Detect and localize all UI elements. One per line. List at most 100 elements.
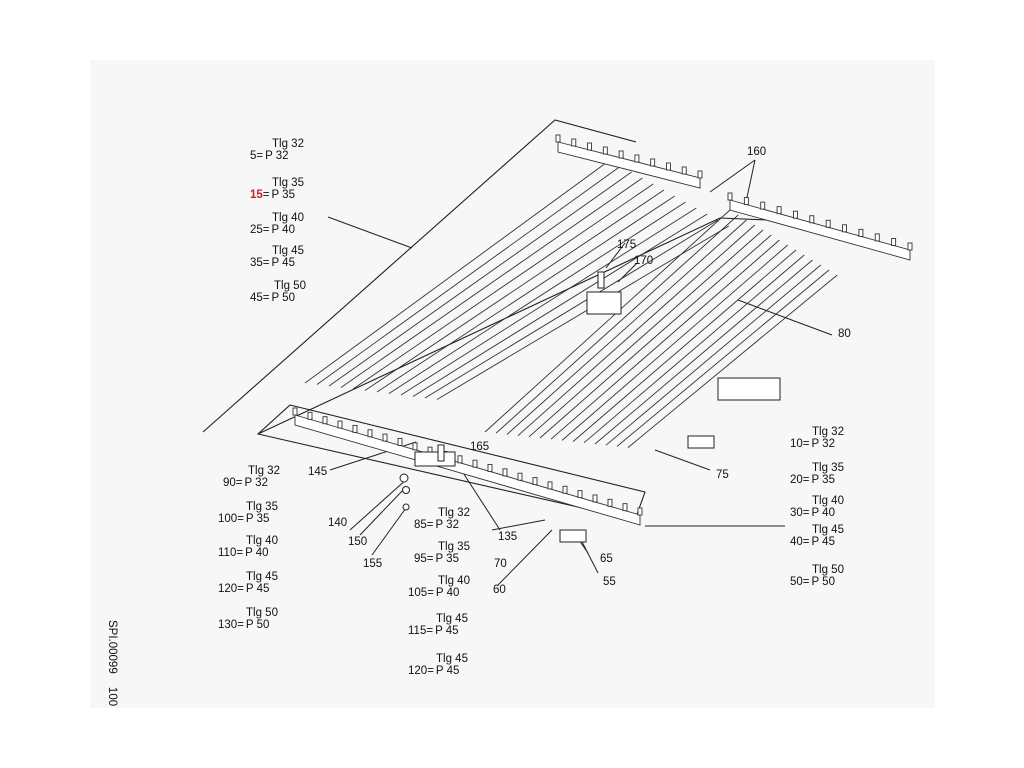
slat-left-10 bbox=[424, 219, 719, 399]
label-group-top-left-45: Tlg 50 45=P 50 bbox=[250, 280, 306, 304]
label-25-pos: 25 bbox=[250, 224, 263, 236]
comb-rail-front-tooth-8 bbox=[412, 442, 418, 451]
hardware-parts bbox=[399, 271, 781, 543]
slat-left-7 bbox=[388, 201, 686, 394]
label-35-tlg: Tlg 45 bbox=[272, 245, 304, 257]
label-115-p: P 45 bbox=[435, 625, 459, 637]
label-25-tlg: Tlg 40 bbox=[272, 212, 304, 224]
slat-left-3 bbox=[340, 177, 643, 388]
comb-rail-front bbox=[294, 414, 641, 526]
label-15-p: P 35 bbox=[271, 189, 295, 201]
label-50-tlg: Tlg 50 bbox=[812, 564, 844, 576]
drawing-code-block: SPI.00099 100 bbox=[106, 620, 118, 706]
label-130-pos: 130 bbox=[218, 619, 238, 631]
comb-rail-top-left-tooth-0 bbox=[555, 134, 561, 143]
comb-rail-top-right bbox=[729, 199, 911, 261]
comb-rail-top-left-tooth-5 bbox=[634, 154, 640, 163]
drawing-code: SPI.00099 bbox=[106, 620, 118, 674]
comb-rail-top-left-tooth-9 bbox=[697, 170, 703, 179]
drawing-sheet: Tlg 32 5=P 32 Tlg 35 15=P 35 Tlg 40 25=P… bbox=[90, 60, 935, 708]
comb-rail-front-tooth-7 bbox=[397, 437, 403, 446]
drawing-number: 100 bbox=[106, 686, 118, 707]
comb-rail-front-tooth-3 bbox=[337, 420, 343, 429]
label-35-p: P 45 bbox=[271, 257, 295, 269]
label-120a-pos: 120 bbox=[218, 583, 238, 595]
label-85-tlg: Tlg 32 bbox=[438, 507, 470, 519]
screw-175 bbox=[597, 271, 605, 289]
label-15-pos: 15 bbox=[250, 189, 263, 201]
label-40-tlg: Tlg 45 bbox=[812, 524, 844, 536]
label-30-pos: 30 bbox=[790, 507, 803, 519]
label-105-pos: 105 bbox=[408, 587, 428, 599]
label-20-pos: 20 bbox=[790, 474, 803, 486]
comb-rail-top-right-tooth-0 bbox=[727, 192, 733, 201]
label-50-pos: 50 bbox=[790, 576, 803, 588]
comb-rail-front-tooth-18 bbox=[562, 485, 568, 494]
comb-rail-front-tooth-15 bbox=[517, 472, 523, 481]
slat-left-0 bbox=[304, 159, 611, 384]
label-90-pos: 90 bbox=[223, 477, 236, 489]
callout-75: 75 bbox=[716, 469, 729, 481]
callout-175: 175 bbox=[617, 239, 637, 251]
comb-rail-front-tooth-19 bbox=[577, 490, 583, 499]
label-30-tlg: Tlg 40 bbox=[812, 495, 844, 507]
comb-segment-right bbox=[717, 377, 781, 401]
callout-80: 80 bbox=[838, 328, 851, 340]
label-20-tlg: Tlg 35 bbox=[812, 462, 844, 474]
comb-rail-front-tooth-11 bbox=[457, 455, 463, 464]
slat-right-0 bbox=[484, 209, 731, 433]
label-35-pos: 35 bbox=[250, 257, 263, 269]
comb-rail-front-tooth-23 bbox=[637, 507, 643, 516]
bracket-170 bbox=[586, 291, 622, 315]
callout-150: 150 bbox=[348, 536, 368, 548]
label-95-p: P 35 bbox=[435, 553, 459, 565]
comb-rail-front-tooth-13 bbox=[487, 464, 493, 472]
slat-left-1 bbox=[316, 165, 622, 385]
label-45-pos: 45 bbox=[250, 292, 263, 304]
comb-rail-top-right-tooth-9 bbox=[874, 233, 880, 242]
label-50-p: P 50 bbox=[811, 576, 835, 588]
comb-rail-top-left-tooth-6 bbox=[650, 158, 656, 167]
callout-160: 160 bbox=[747, 146, 767, 158]
label-group-top-left-25: Tlg 40 25=P 40 bbox=[250, 212, 304, 236]
callout-170: 170 bbox=[634, 255, 654, 267]
label-110-tlg: Tlg 40 bbox=[246, 535, 278, 547]
label-45-p: P 50 bbox=[271, 292, 295, 304]
slat-left-6 bbox=[376, 195, 676, 393]
label-15-tlg: Tlg 35 bbox=[272, 177, 304, 189]
comb-rail-front-tooth-17 bbox=[547, 481, 553, 490]
label-110-p: P 40 bbox=[245, 547, 269, 559]
label-100-tlg: Tlg 35 bbox=[246, 501, 278, 513]
label-30-p: P 40 bbox=[811, 507, 835, 519]
label-120a-p: P 45 bbox=[245, 583, 270, 595]
slat-left-2 bbox=[328, 171, 632, 387]
label-130-tlg: Tlg 50 bbox=[246, 607, 278, 619]
label-110-pos: 110 bbox=[218, 547, 237, 559]
comb-rail-front-tooth-0 bbox=[292, 407, 298, 416]
comb-rail-front-tooth-22 bbox=[622, 503, 628, 512]
callout-155: 155 bbox=[363, 558, 383, 570]
label-group-right-30: Tlg 40 30=P 40 bbox=[790, 495, 844, 519]
label-group-right-40: Tlg 45 40=P 45 bbox=[790, 524, 844, 548]
label-group-bottom-left-120: Tlg 45 120=P 45 bbox=[218, 571, 278, 595]
label-90-tlg: Tlg 32 bbox=[248, 465, 280, 477]
slat-right-4 bbox=[528, 229, 764, 438]
label-group-top-left-15: Tlg 35 15=P 35 bbox=[250, 177, 304, 201]
label-group-bottom-mid-105: Tlg 40 105=P 40 bbox=[408, 575, 470, 599]
label-group-top-left: Tlg 32 5=P 32 bbox=[250, 138, 304, 162]
comb-rail-front-tooth-6 bbox=[382, 433, 388, 442]
comb-rail-top-left-tooth-8 bbox=[681, 166, 687, 175]
leader-lines bbox=[327, 159, 833, 586]
comb-rail-top-left bbox=[557, 141, 701, 189]
comb-rail-top-left-tooth-4 bbox=[618, 150, 624, 159]
comb-rail-top-right-tooth-2 bbox=[760, 201, 766, 210]
nut-150 bbox=[402, 486, 410, 494]
label-group-bottom-mid-115: Tlg 45 115=P 45 bbox=[408, 613, 468, 637]
slat-right-5 bbox=[539, 234, 772, 439]
label-120b-pos: 120 bbox=[408, 665, 428, 677]
label-105-p: P 40 bbox=[435, 587, 460, 599]
label-130-p: P 50 bbox=[245, 619, 270, 631]
callout-165: 165 bbox=[470, 441, 490, 453]
label-115-pos: 115 bbox=[408, 625, 427, 637]
comb-rail-front-tooth-20 bbox=[592, 494, 598, 503]
